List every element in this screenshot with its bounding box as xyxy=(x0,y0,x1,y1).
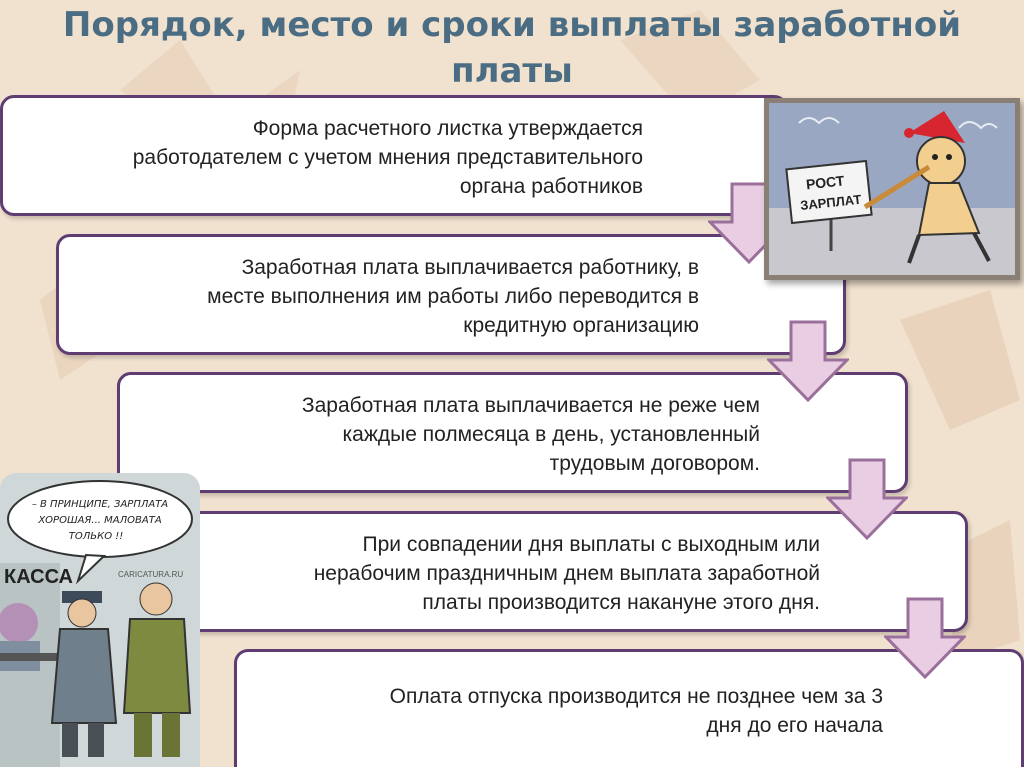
sign-line-2: ЗАРПЛАТ xyxy=(799,192,862,213)
step-1-line-2: работодателем с учетом мнения представит… xyxy=(132,146,643,169)
cartoon-cashier: – В ПРИНЦИПЕ, ЗАРПЛАТА ХОРОШАЯ... МАЛОВА… xyxy=(0,473,200,767)
bubble-line-1: – В ПРИНЦИПЕ, ЗАРПЛАТА xyxy=(32,499,168,510)
down-arrow-icon-2 xyxy=(767,320,849,402)
step-box-5: Оплата отпуска производится не позднее ч… xyxy=(234,649,1024,767)
step-3-line-2: каждые полмесяца в день, установленный xyxy=(342,423,760,446)
step-box-3: Заработная плата выплачивается не реже ч… xyxy=(117,372,908,493)
bubble-line-2: ХОРОШАЯ... МАЛОВАТА xyxy=(37,515,161,526)
step-3-line-1: Заработная плата выплачивается не реже ч… xyxy=(301,394,760,417)
down-arrow-icon-3 xyxy=(826,458,908,540)
step-box-1: Форма расчетного листка утверждается раб… xyxy=(0,95,788,216)
caricatura-credit: CARICATURA.RU xyxy=(118,570,183,579)
step-5-line-2: дня до его начала xyxy=(706,714,883,737)
step-4-line-3: платы производится накануне этого дня. xyxy=(422,591,820,614)
step-1-line-1: Форма расчетного листка утверждается xyxy=(252,117,643,140)
step-3-line-3: трудовым договором. xyxy=(549,452,760,475)
step-4-line-1: При совпадении дня выплаты с выходным ил… xyxy=(362,533,820,556)
step-box-4: При совпадении дня выплаты с выходным ил… xyxy=(176,511,968,632)
step-5-line-1: Оплата отпуска производится не позднее ч… xyxy=(389,685,883,708)
kassa-label: КАССА xyxy=(4,566,73,588)
step-box-2: Заработная плата выплачивается работнику… xyxy=(56,234,846,355)
step-2-line-1: Заработная плата выплачивается работнику… xyxy=(241,256,699,279)
step-1-line-3: органа работников xyxy=(459,175,643,198)
pinocchio-illustration: РОСТ ЗАРПЛАТ xyxy=(769,103,1015,275)
down-arrow-icon-4 xyxy=(884,597,966,679)
sign-line-1: РОСТ xyxy=(805,172,845,192)
cartoon-salary-growth: РОСТ ЗАРПЛАТ xyxy=(764,98,1020,280)
cashier-illustration: – В ПРИНЦИПЕ, ЗАРПЛАТА ХОРОШАЯ... МАЛОВА… xyxy=(0,473,200,767)
page-title: Порядок, место и сроки выплаты заработно… xyxy=(62,5,962,91)
step-2-line-2: месте выполнения им работы либо переводи… xyxy=(207,285,699,308)
bubble-line-3: ТОЛЬКО !! xyxy=(69,531,124,542)
step-4-line-2: нерабочим праздничным днем выплата зараб… xyxy=(313,562,820,585)
step-2-line-3: кредитную организацию xyxy=(463,314,699,337)
